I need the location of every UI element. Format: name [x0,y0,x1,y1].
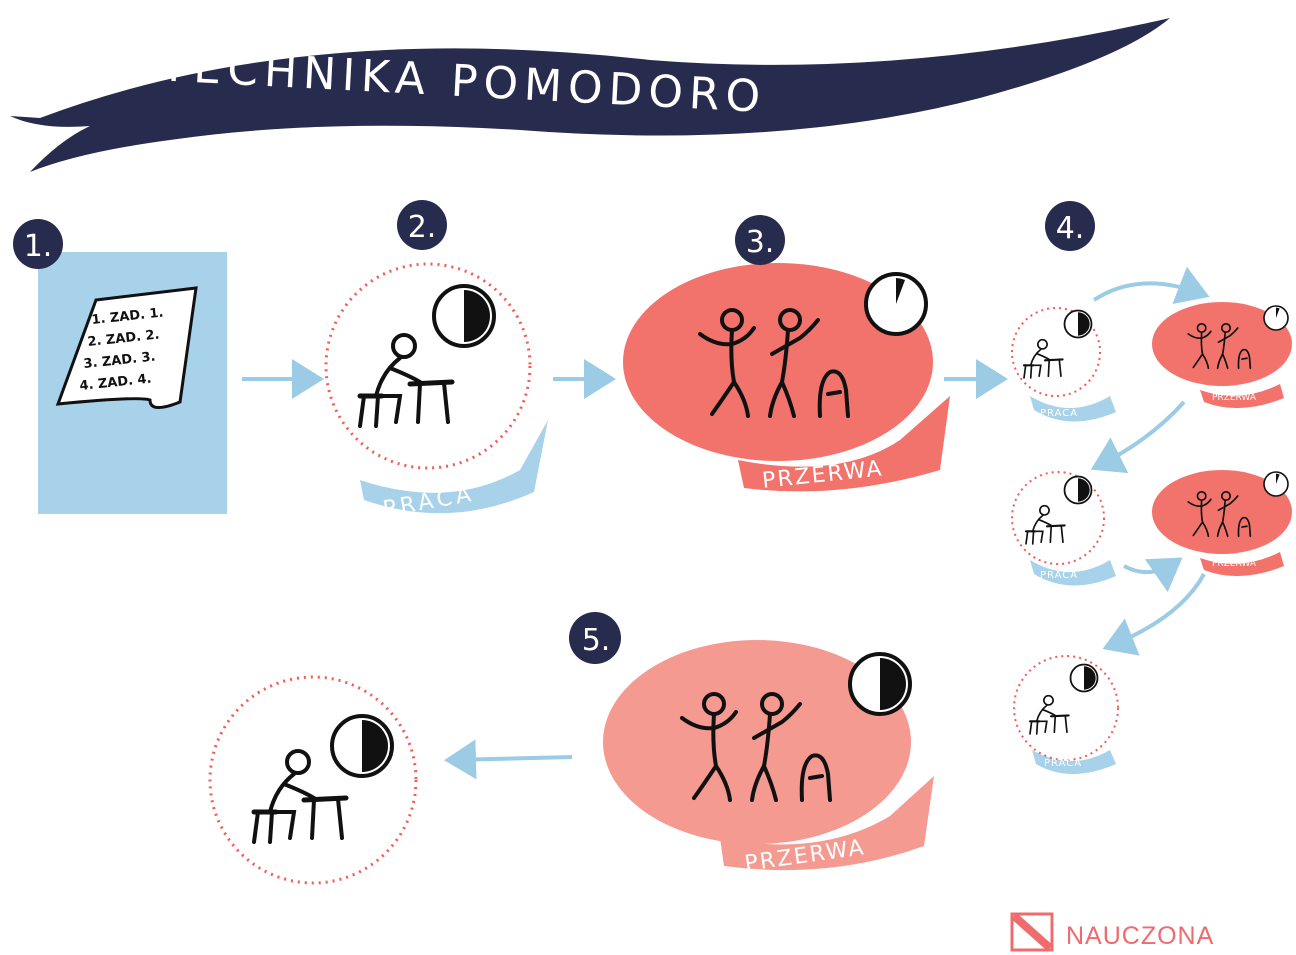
step-3-number: 3. [746,225,775,260]
step-4-break-2 [1152,470,1292,577]
step-4-badge [1045,201,1095,251]
step-3-break-ellipse [623,263,950,492]
step-1-badge [13,219,63,269]
arrow-break2-to-work3 [1102,573,1206,656]
step-4-work-2 [1011,471,1116,586]
step-4-work-3-label: PRACA [1044,758,1082,769]
step-4-break-1-label: PRZERWA [1212,393,1257,403]
step-2-badge [397,200,447,250]
clock-icon [864,272,928,336]
step-4-break-1 [1152,302,1292,409]
clock-icon [1263,471,1289,497]
clock-icon [1063,475,1093,505]
clock-icon [432,284,496,348]
step-4-work-2-label: PRACA [1040,570,1078,581]
step-3-badge [735,215,785,265]
step-4-number: 4. [1056,211,1085,246]
step-2-number: 2. [408,210,437,245]
clock-icon [848,652,912,716]
step-2-work-circle [324,262,548,514]
step-4-work-1 [1011,307,1116,422]
brand-name[interactable]: NAUCZONA [1066,922,1215,950]
title-banner [10,18,1170,172]
step-4-work-1-label: PRACA [1040,408,1078,419]
clock-icon [1063,309,1093,339]
step-4-break-2-label: PRZERWA [1212,559,1257,569]
final-work-circle [208,675,418,885]
step-1-number: 1. [24,229,53,264]
step-5-badge [569,612,621,664]
step-4-work-3 [1013,655,1119,774]
arrow-work2-to-break2 [1123,557,1183,593]
nauczona-logo-icon [1010,912,1054,952]
step-5-break-ellipse [603,640,934,871]
arrow-work1-to-break1 [1092,266,1210,304]
clock-icon [1263,305,1289,331]
arrow-break1-to-work2 [1090,400,1186,474]
arrow-5-to-work [444,739,573,780]
step-2-work-label: PRACA [381,482,477,523]
clock-icon [1069,663,1099,693]
clock-icon [330,714,394,778]
step-1-task-card [38,252,227,514]
step-5-number: 5. [582,623,611,658]
